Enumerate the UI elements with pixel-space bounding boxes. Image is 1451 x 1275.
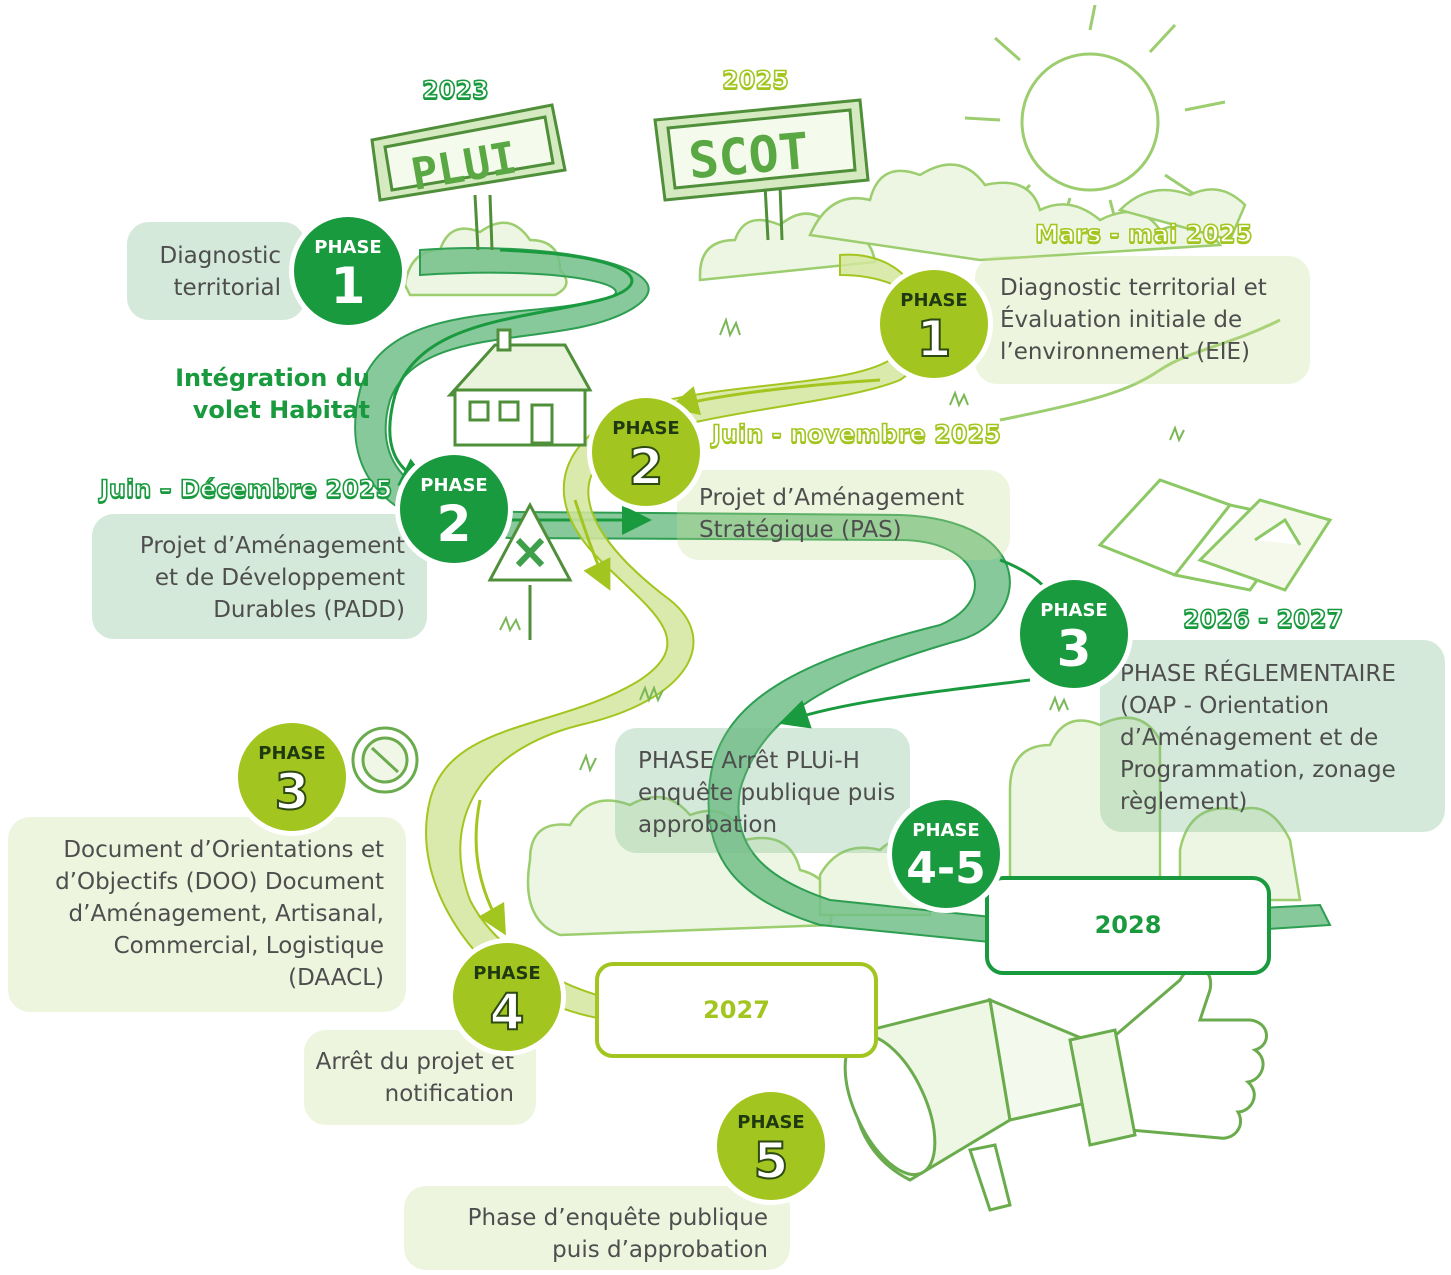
scot-phase-4-text: Arrêt du projet et notification — [315, 1049, 514, 1107]
plui-phase-1-box: Diagnostic territorial — [127, 222, 305, 320]
scot-phase-2-period: Juin - novembre 2025 — [711, 419, 1002, 449]
badge-number: 2 — [436, 495, 472, 553]
plui-sign — [370, 103, 567, 251]
badge-label: PHASE — [737, 1112, 805, 1133]
badge-number: 4-5 — [906, 843, 986, 894]
scot-phase-3-badge: PHASE 3 — [233, 718, 351, 836]
plui-phase-3-text: PHASE RÉGLEMENTAIRE (OAP - Orientation d… — [1120, 661, 1396, 815]
habitat-label: Intégration du volet Habitat — [175, 364, 370, 424]
scot-phase-2-badge: PHASE 2 — [587, 393, 705, 511]
plui-start-year: 2023 — [421, 75, 489, 105]
scot-start-year: 2025 — [721, 65, 789, 95]
plui-phase-4-5-box: PHASE Arrêt PLUi-H enquête publique puis… — [615, 728, 910, 853]
scot-phase-4-badge: PHASE 4 — [448, 938, 566, 1056]
plui-phase-2-badge: PHASE 2 — [395, 450, 513, 568]
badge-number: 3 — [1056, 620, 1092, 678]
scot-end-year-box: 2027 — [595, 962, 878, 1058]
plui-phase-3-badge: PHASE 3 — [1015, 575, 1133, 693]
badge-label: PHASE — [900, 290, 968, 311]
plui-phase-3-period: 2026 - 2027 — [1182, 604, 1344, 634]
badge-label: PHASE — [1040, 600, 1108, 621]
scot-phase-1-period: Mars - mai 2025 — [1034, 219, 1253, 249]
plui-phase-2-box: Projet d’Aménagement et de Développement… — [92, 514, 427, 639]
badge-number: 5 — [753, 1132, 790, 1190]
plui-phase-3-box: PHASE RÉGLEMENTAIRE (OAP - Orientation d… — [1100, 640, 1445, 832]
scot-end-year: 2027 — [703, 996, 770, 1024]
plui-phase-4-5-badge: PHASE 4-5 — [887, 795, 1005, 913]
plui-phase-1-text: Diagnostic territorial — [159, 243, 281, 301]
plui-phase-1-badge: PHASE 1 — [289, 212, 407, 330]
scot-phase-5-text: Phase d’enquête publique puis d’approbat… — [467, 1205, 768, 1263]
scot-phase-2-text: Projet d’Aménagement Stratégique (PAS) — [699, 485, 965, 543]
scot-phase-2-box: Projet d’Aménagement Stratégique (PAS) — [677, 470, 1010, 560]
thumbs-up-icon — [1068, 966, 1268, 1147]
scot-phase-1-box: Diagnostic territorial et Évaluation ini… — [975, 256, 1310, 384]
badge-number: 1 — [916, 310, 953, 368]
scot-phase-3-box: Document d’Orientations et d’Objectifs (… — [8, 817, 406, 1012]
house-icon — [446, 328, 593, 447]
badge-label: PHASE — [314, 237, 382, 258]
scot-sign-text: SCOT — [686, 122, 811, 190]
book-icon — [1097, 478, 1333, 592]
badge-number: 2 — [628, 438, 665, 496]
scot-phase-5-badge: PHASE 5 — [712, 1087, 830, 1205]
badge-number: 1 — [330, 257, 366, 315]
scot-phase-5-box: Phase d’enquête publique puis d’approbat… — [404, 1186, 790, 1270]
badge-label: PHASE — [258, 743, 326, 764]
compass-icon — [351, 726, 419, 794]
crossing-sign-icon — [487, 501, 573, 640]
plui-end-year-box: 2028 — [985, 876, 1271, 975]
badge-label: PHASE — [912, 820, 980, 841]
badge-number: 3 — [274, 763, 311, 821]
scot-sign — [653, 98, 870, 241]
plui-end-year: 2028 — [1094, 911, 1162, 939]
scot-phase-1-text: Diagnostic territorial et Évaluation ini… — [1000, 275, 1267, 365]
grass-icon — [499, 316, 1185, 773]
plui-phase-2-period: Juin – Décembre 2025 — [99, 474, 393, 504]
plui-phase-2-text: Projet d’Aménagement et de Développement… — [139, 533, 405, 623]
scot-phase-1-badge: PHASE 1 — [875, 265, 993, 383]
badge-label: PHASE — [473, 963, 541, 984]
badge-label: PHASE — [420, 475, 488, 496]
scot-phase-3-text: Document d’Orientations et d’Objectifs (… — [55, 837, 384, 991]
badge-label: PHASE — [612, 418, 680, 439]
badge-number: 4 — [489, 983, 526, 1041]
plui-phase-4-5-text: PHASE Arrêt PLUi-H enquête publique puis… — [638, 748, 896, 838]
